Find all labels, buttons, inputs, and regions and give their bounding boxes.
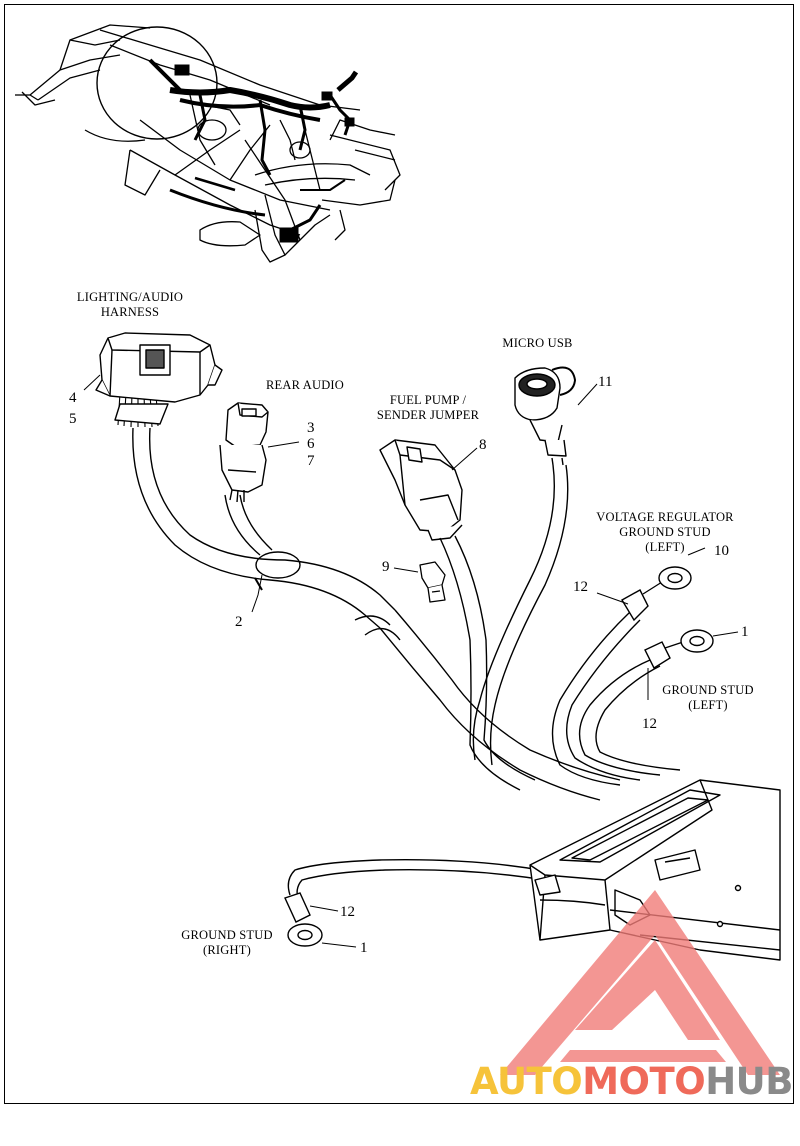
watermark-logo: AUTOMOTOHUB: [470, 1062, 793, 1102]
harness-highlight-circle: [96, 26, 359, 243]
rear-audio-connector: [219, 402, 269, 503]
label-fuel-pump-sender-jumper: FUEL PUMP / SENDER JUMPER: [368, 393, 488, 423]
callout-10: 10: [714, 543, 729, 559]
micro-usb-connector: [514, 366, 576, 466]
callout-1-ground-stud-right: 1: [360, 940, 368, 956]
callout-2: 2: [235, 614, 243, 630]
label-voltage-regulator-text: VOLTAGE REGULATOR GROUND STUD (LEFT): [596, 510, 734, 554]
left-ground-leads: [551, 566, 714, 786]
watermark-auto: AUTO: [470, 1060, 583, 1103]
callout-7: 7: [307, 453, 315, 469]
lighting-audio-connector: [95, 332, 223, 425]
label-micro-usb: MICRO USB: [502, 336, 573, 350]
right-ground-lead: [284, 859, 546, 947]
callout-12-ground-stud-left: 12: [642, 716, 657, 732]
label-fuel-pump-text: FUEL PUMP / SENDER JUMPER: [376, 393, 480, 422]
label-ground-stud-left: GROUND STUD (LEFT): [658, 683, 758, 713]
fuel-pump-cable: [439, 535, 536, 791]
fuel-pump-connector: [379, 439, 463, 541]
callout-8: 8: [479, 437, 487, 453]
terminal-9: [419, 561, 446, 603]
label-voltage-regulator-ground-stud: VOLTAGE REGULATOR GROUND STUD (LEFT): [580, 510, 750, 555]
callout-9: 9: [382, 559, 390, 575]
callout-11: 11: [598, 374, 613, 390]
callout-5: 5: [69, 411, 77, 427]
watermark-hub: HUB: [705, 1060, 793, 1103]
micro-usb-cable: [472, 464, 569, 766]
watermark-moto: MOTO: [582, 1060, 706, 1103]
main-harness-trunk: [117, 392, 621, 801]
callout-4: 4: [69, 390, 77, 406]
electrical-caddy: [529, 779, 781, 961]
callout-3: 3: [307, 420, 315, 436]
motorcycle-frame-overview: [15, 24, 401, 263]
callout-12-voltage-regulator: 12: [573, 579, 588, 595]
label-lighting-audio-line1: LIGHTING/AUDIO HARNESS: [76, 290, 184, 319]
label-rear-audio: REAR AUDIO: [265, 378, 345, 392]
label-ground-stud-right: GROUND STUD (RIGHT): [172, 928, 282, 958]
watermark-triangle: [500, 890, 780, 1075]
label-lighting-audio-harness: LIGHTING/AUDIO HARNESS: [70, 290, 190, 320]
callout-6: 6: [307, 436, 315, 452]
leader-lines: [83, 374, 739, 948]
callout-12-ground-stud-right: 12: [340, 904, 355, 920]
callout-1-ground-stud-left: 1: [741, 624, 749, 640]
label-ground-stud-right-text: GROUND STUD (RIGHT): [181, 928, 273, 957]
label-ground-stud-left-text: GROUND STUD (LEFT): [662, 683, 754, 712]
